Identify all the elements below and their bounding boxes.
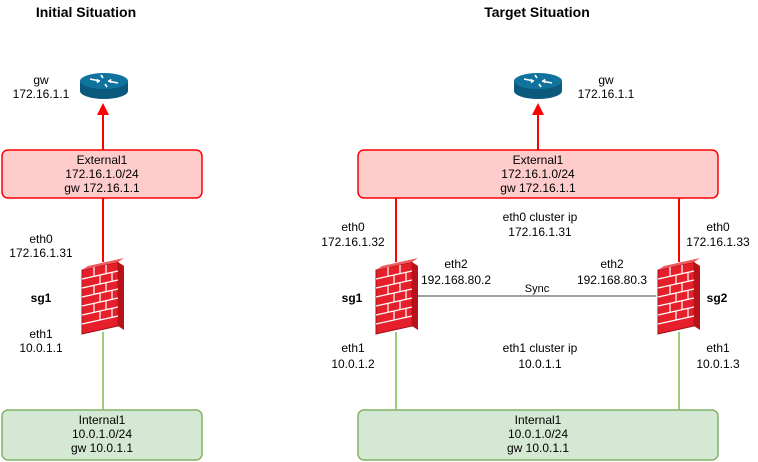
right-sg2-eth2-ip: 192.168.80.3 — [577, 273, 647, 287]
cluster-eth0-ip: 172.16.1.31 — [508, 225, 572, 239]
right-connectors — [395, 103, 680, 410]
right-gw-ip: 172.16.1.1 — [578, 87, 635, 101]
right-sg2-eth1-name: eth1 — [706, 341, 730, 355]
cluster-eth1-ip: 10.0.1.1 — [518, 357, 562, 371]
sync-label: Sync — [525, 283, 550, 295]
right-sg1-eth0-name: eth0 — [341, 220, 365, 234]
left-internal-name: Internal1 — [79, 413, 126, 427]
left-uplink-arrow — [97, 103, 109, 115]
cluster-eth1-name: eth1 cluster ip — [503, 341, 578, 355]
right-sg2-name: sg2 — [707, 291, 728, 305]
right-sg1-firewall-icon — [375, 257, 419, 335]
right-external-name: External1 — [513, 153, 564, 167]
right-external-network — [357, 149, 719, 199]
right-title: Target Situation — [484, 4, 590, 20]
right-sg2-eth0-name: eth0 — [706, 220, 730, 234]
right-external-subnet: 172.16.1.0/24 — [501, 167, 575, 181]
right-sg1-eth0-ip: 172.16.1.32 — [321, 235, 385, 249]
right-internal-subnet: 10.0.1.0/24 — [508, 427, 568, 441]
right-sg1-name: sg1 — [342, 291, 363, 305]
left-eth1-name: eth1 — [29, 327, 53, 341]
right-router-icon — [513, 72, 563, 100]
left-eth0-ip: 172.16.1.31 — [9, 246, 73, 260]
right-sg2-eth0-ip: 172.16.1.33 — [686, 235, 750, 249]
left-internal-network — [1, 409, 203, 461]
right-sg1-eth2-name: eth2 — [444, 257, 468, 271]
right-sg1-eth1-name: eth1 — [341, 341, 365, 355]
right-external-gw: gw 172.16.1.1 — [500, 181, 576, 195]
left-title: Initial Situation — [36, 4, 136, 20]
left-eth1-ip: 10.0.1.1 — [19, 341, 63, 355]
right-sg2-eth2-name: eth2 — [600, 257, 624, 271]
left-router-icon — [79, 72, 129, 100]
left-connectors — [97, 103, 109, 410]
left-firewall-icon — [81, 257, 125, 335]
right-sg1-eth2-ip: 192.168.80.2 — [421, 273, 491, 287]
right-internal-name: Internal1 — [515, 413, 562, 427]
left-external-network — [1, 149, 203, 199]
left-gw-name: gw — [33, 73, 49, 87]
right-sg1-eth1-ip: 10.0.1.2 — [331, 357, 375, 371]
left-eth0-name: eth0 — [29, 232, 53, 246]
right-internal-gw: gw 10.0.1.1 — [507, 441, 569, 455]
left-internal-gw: gw 10.0.1.1 — [71, 441, 133, 455]
right-internal-network — [357, 409, 719, 461]
left-gw-ip: 172.16.1.1 — [13, 87, 70, 101]
right-sg2-eth1-ip: 10.0.1.3 — [696, 357, 740, 371]
left-firewall-name: sg1 — [31, 291, 52, 305]
left-external-name: External1 — [77, 153, 128, 167]
right-sg2-firewall-icon — [657, 257, 701, 335]
left-external-subnet: 172.16.1.0/24 — [65, 167, 139, 181]
left-external-gw: gw 172.16.1.1 — [64, 181, 140, 195]
right-gw-name: gw — [598, 73, 614, 87]
cluster-eth0-name: eth0 cluster ip — [503, 210, 578, 224]
right-uplink-arrow — [532, 103, 544, 115]
left-internal-subnet: 10.0.1.0/24 — [72, 427, 132, 441]
